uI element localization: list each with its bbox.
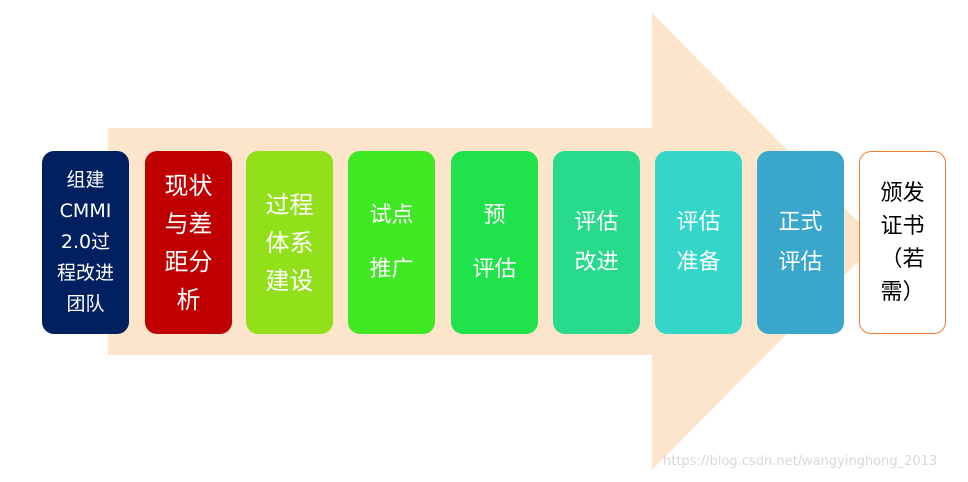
- step-build-team: 组建 CMMI 2.0过 程改进 团队: [42, 151, 129, 334]
- step-certificate: 颁发 证书 （若 需）: [859, 151, 946, 334]
- step-appraisal-improvement: 评估 改进: [553, 151, 640, 334]
- step-formal-appraisal: 正式 评估: [757, 151, 844, 334]
- watermark: https://blog.csdn.net/wangyinghong_2013: [663, 454, 938, 469]
- step-pilot-rollout: 试点 推广: [348, 151, 435, 334]
- step-label: 组建 CMMI 2.0过 程改进 团队: [56, 169, 114, 315]
- step-pre-appraisal: 预 评估: [451, 151, 538, 334]
- step-label: 正式 评估: [778, 209, 823, 275]
- step-label: 评估 改进: [574, 209, 619, 275]
- step-gap-analysis: 现状 与差 距分 析: [145, 151, 232, 334]
- step-label: 评估 准备: [676, 209, 721, 275]
- step-label: 过程 体系 建设: [265, 190, 314, 295]
- step-label: 现状 与差 距分 析: [164, 171, 213, 314]
- step-label: 预 评估: [472, 202, 517, 282]
- step-process-building: 过程 体系 建设: [246, 151, 333, 334]
- step-appraisal-preparation: 评估 准备: [655, 151, 742, 334]
- step-label: 颁发 证书 （若 需）: [880, 180, 925, 305]
- step-label: 试点 推广: [369, 202, 414, 282]
